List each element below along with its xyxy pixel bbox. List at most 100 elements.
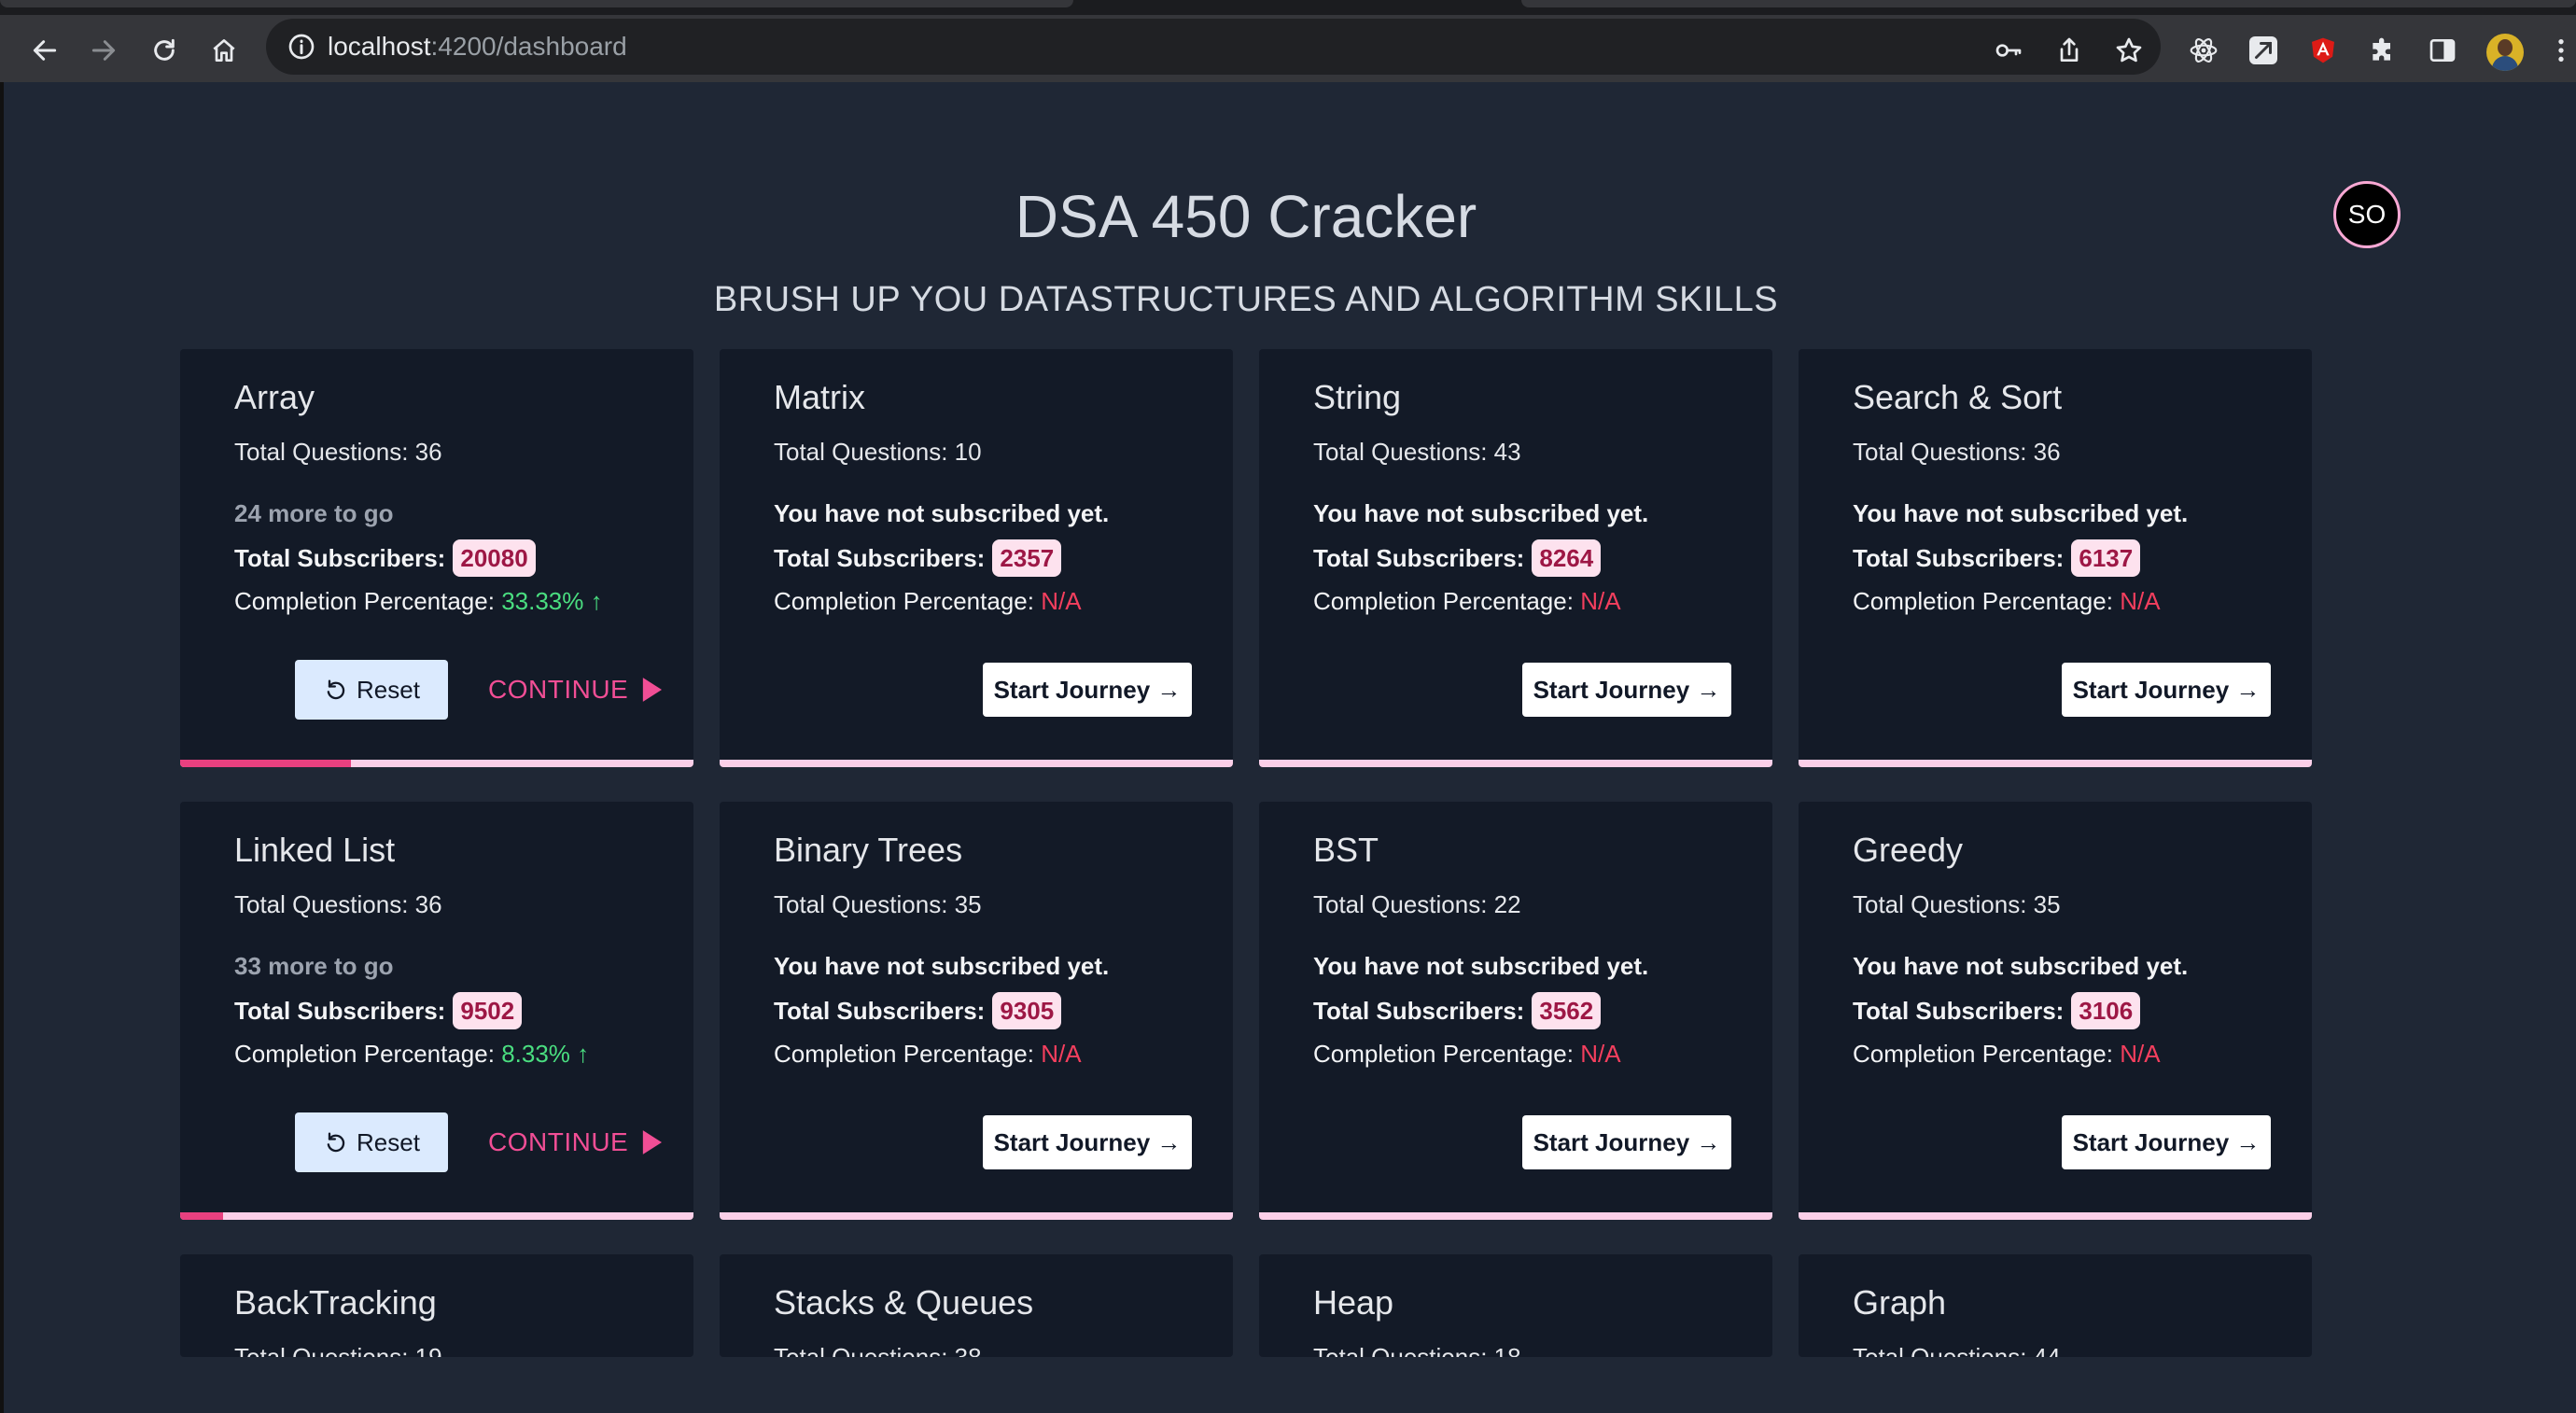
total-questions: Total Questions: 38 xyxy=(774,1342,982,1357)
progress-bar xyxy=(180,760,693,767)
profile-avatar[interactable] xyxy=(2486,34,2524,71)
total-questions: Total Questions: 22 xyxy=(1313,889,1521,919)
total-questions-value: 22 xyxy=(1493,890,1521,918)
forward-icon[interactable] xyxy=(89,35,119,65)
total-questions-value: 36 xyxy=(414,438,442,466)
continue-label: CONTINUE xyxy=(488,1127,629,1156)
subscribers-label: Total Subscribers: xyxy=(1313,544,1525,572)
topic-title: BackTracking xyxy=(234,1283,437,1322)
side-panel-icon[interactable] xyxy=(2428,35,2457,65)
react-devtools-icon[interactable] xyxy=(2189,35,2219,65)
completion-value: N/A xyxy=(1041,587,1082,615)
progress-bar-fill xyxy=(180,760,352,767)
completion-percentage: Completion Percentage: N/A xyxy=(1313,586,1621,616)
completion-value: N/A xyxy=(1041,1040,1082,1068)
subscriber-count-badge: 6137 xyxy=(2071,539,2141,577)
star-icon[interactable] xyxy=(2114,35,2144,65)
browser-tab[interactable] xyxy=(0,0,1073,7)
reload-icon[interactable] xyxy=(149,35,179,65)
subscribers-label: Total Subscribers: xyxy=(1853,544,2065,572)
continue-button[interactable]: CONTINUE xyxy=(488,1112,663,1172)
topic-title: Search & Sort xyxy=(1853,378,2063,416)
remaining-count: 33 more to go xyxy=(234,952,394,980)
start-journey-button[interactable]: Start Journey → xyxy=(1522,663,1731,717)
total-questions-value: 35 xyxy=(954,890,982,918)
share-icon[interactable] xyxy=(2054,35,2084,65)
extension-icon[interactable] xyxy=(2248,35,2278,65)
url-host: localhost xyxy=(328,32,431,61)
info-icon[interactable] xyxy=(287,32,316,62)
completion-percentage: Completion Percentage: N/A xyxy=(1853,1039,2161,1069)
topic-title: BST xyxy=(1313,831,1379,869)
home-icon[interactable] xyxy=(209,35,239,65)
browser-toolbar: localhost:4200/dashboard xyxy=(0,15,2576,82)
topic-title: Heap xyxy=(1313,1283,1394,1322)
completion-percentage: Completion Percentage: N/A xyxy=(774,586,1082,616)
key-icon[interactable] xyxy=(1994,35,2023,65)
progress-bar xyxy=(1259,760,1772,767)
topic-title: Binary Trees xyxy=(774,831,963,869)
url-text[interactable]: localhost:4200/dashboard xyxy=(328,30,627,63)
start-journey-button[interactable]: Start Journey → xyxy=(2062,1115,2271,1169)
topic-title: String xyxy=(1313,378,1402,416)
completion-value: 8.33% ↑ xyxy=(501,1040,590,1068)
total-questions: Total Questions: 18 xyxy=(1313,1342,1521,1357)
total-questions: Total Questions: 36 xyxy=(234,889,442,919)
not-subscribed-text: You have not subscribed yet. xyxy=(1853,499,2189,527)
reset-label: Reset xyxy=(357,675,420,704)
total-questions-value: 44 xyxy=(2033,1343,2061,1357)
reset-button[interactable]: Reset xyxy=(295,660,448,720)
total-questions-label: Total Questions: xyxy=(1853,438,2027,466)
total-questions-value: 38 xyxy=(954,1343,982,1357)
start-journey-button[interactable]: Start Journey → xyxy=(983,663,1192,717)
completion-percentage: Completion Percentage: 33.33% ↑ xyxy=(234,586,603,616)
start-journey-button[interactable]: Start Journey → xyxy=(983,1115,1192,1169)
total-subscribers: Total Subscribers:9305 xyxy=(774,992,1062,1029)
continue-button[interactable]: CONTINUE xyxy=(488,660,663,720)
puzzle-extensions-icon[interactable] xyxy=(2368,35,2398,65)
browser-tab[interactable] xyxy=(1521,0,2576,7)
completion-value: N/A xyxy=(2120,587,2161,615)
reset-button[interactable]: Reset xyxy=(295,1112,448,1172)
total-questions-label: Total Questions: xyxy=(1853,890,2027,918)
subscribers-label: Total Subscribers: xyxy=(1853,997,2065,1025)
completion-label: Completion Percentage: xyxy=(234,587,495,615)
total-subscribers: Total Subscribers:6137 xyxy=(1853,539,2141,577)
not-subscribed-text: You have not subscribed yet. xyxy=(774,952,1110,980)
completion-label: Completion Percentage: xyxy=(774,587,1034,615)
more-menu-icon[interactable] xyxy=(2546,35,2576,65)
total-questions: Total Questions: 36 xyxy=(234,437,442,467)
total-questions-label: Total Questions: xyxy=(774,1343,948,1357)
completion-percentage: Completion Percentage: 8.33% ↑ xyxy=(234,1039,589,1069)
subscriber-count-badge: 2357 xyxy=(992,539,1062,577)
angular-devtools-icon[interactable] xyxy=(2308,35,2338,65)
page-subtitle: BRUSH UP YOU DATASTRUCTURES AND ALGORITH… xyxy=(713,280,1779,319)
start-journey-button[interactable]: Start Journey → xyxy=(2062,663,2271,717)
address-bar[interactable]: localhost:4200/dashboard xyxy=(266,19,2161,75)
subscriber-count-badge: 8264 xyxy=(1532,539,1602,577)
subscriber-count-badge: 20080 xyxy=(453,539,536,577)
user-avatar-button[interactable]: SO xyxy=(2333,181,2401,248)
total-questions-label: Total Questions: xyxy=(774,438,948,466)
start-journey-button[interactable]: Start Journey → xyxy=(1522,1115,1731,1169)
progress-bar xyxy=(720,760,1233,767)
topic-title: Graph xyxy=(1853,1283,1947,1322)
progress-bar xyxy=(1799,1212,2312,1220)
back-icon[interactable] xyxy=(30,35,60,65)
reset-icon xyxy=(327,679,345,700)
completion-label: Completion Percentage: xyxy=(1853,1040,2113,1068)
topic-title: Greedy xyxy=(1853,831,1964,869)
completion-value: N/A xyxy=(1580,1040,1621,1068)
topic-title: Matrix xyxy=(774,378,865,416)
completion-label: Completion Percentage: xyxy=(774,1040,1034,1068)
subscriber-count-badge: 3106 xyxy=(2071,992,2141,1029)
